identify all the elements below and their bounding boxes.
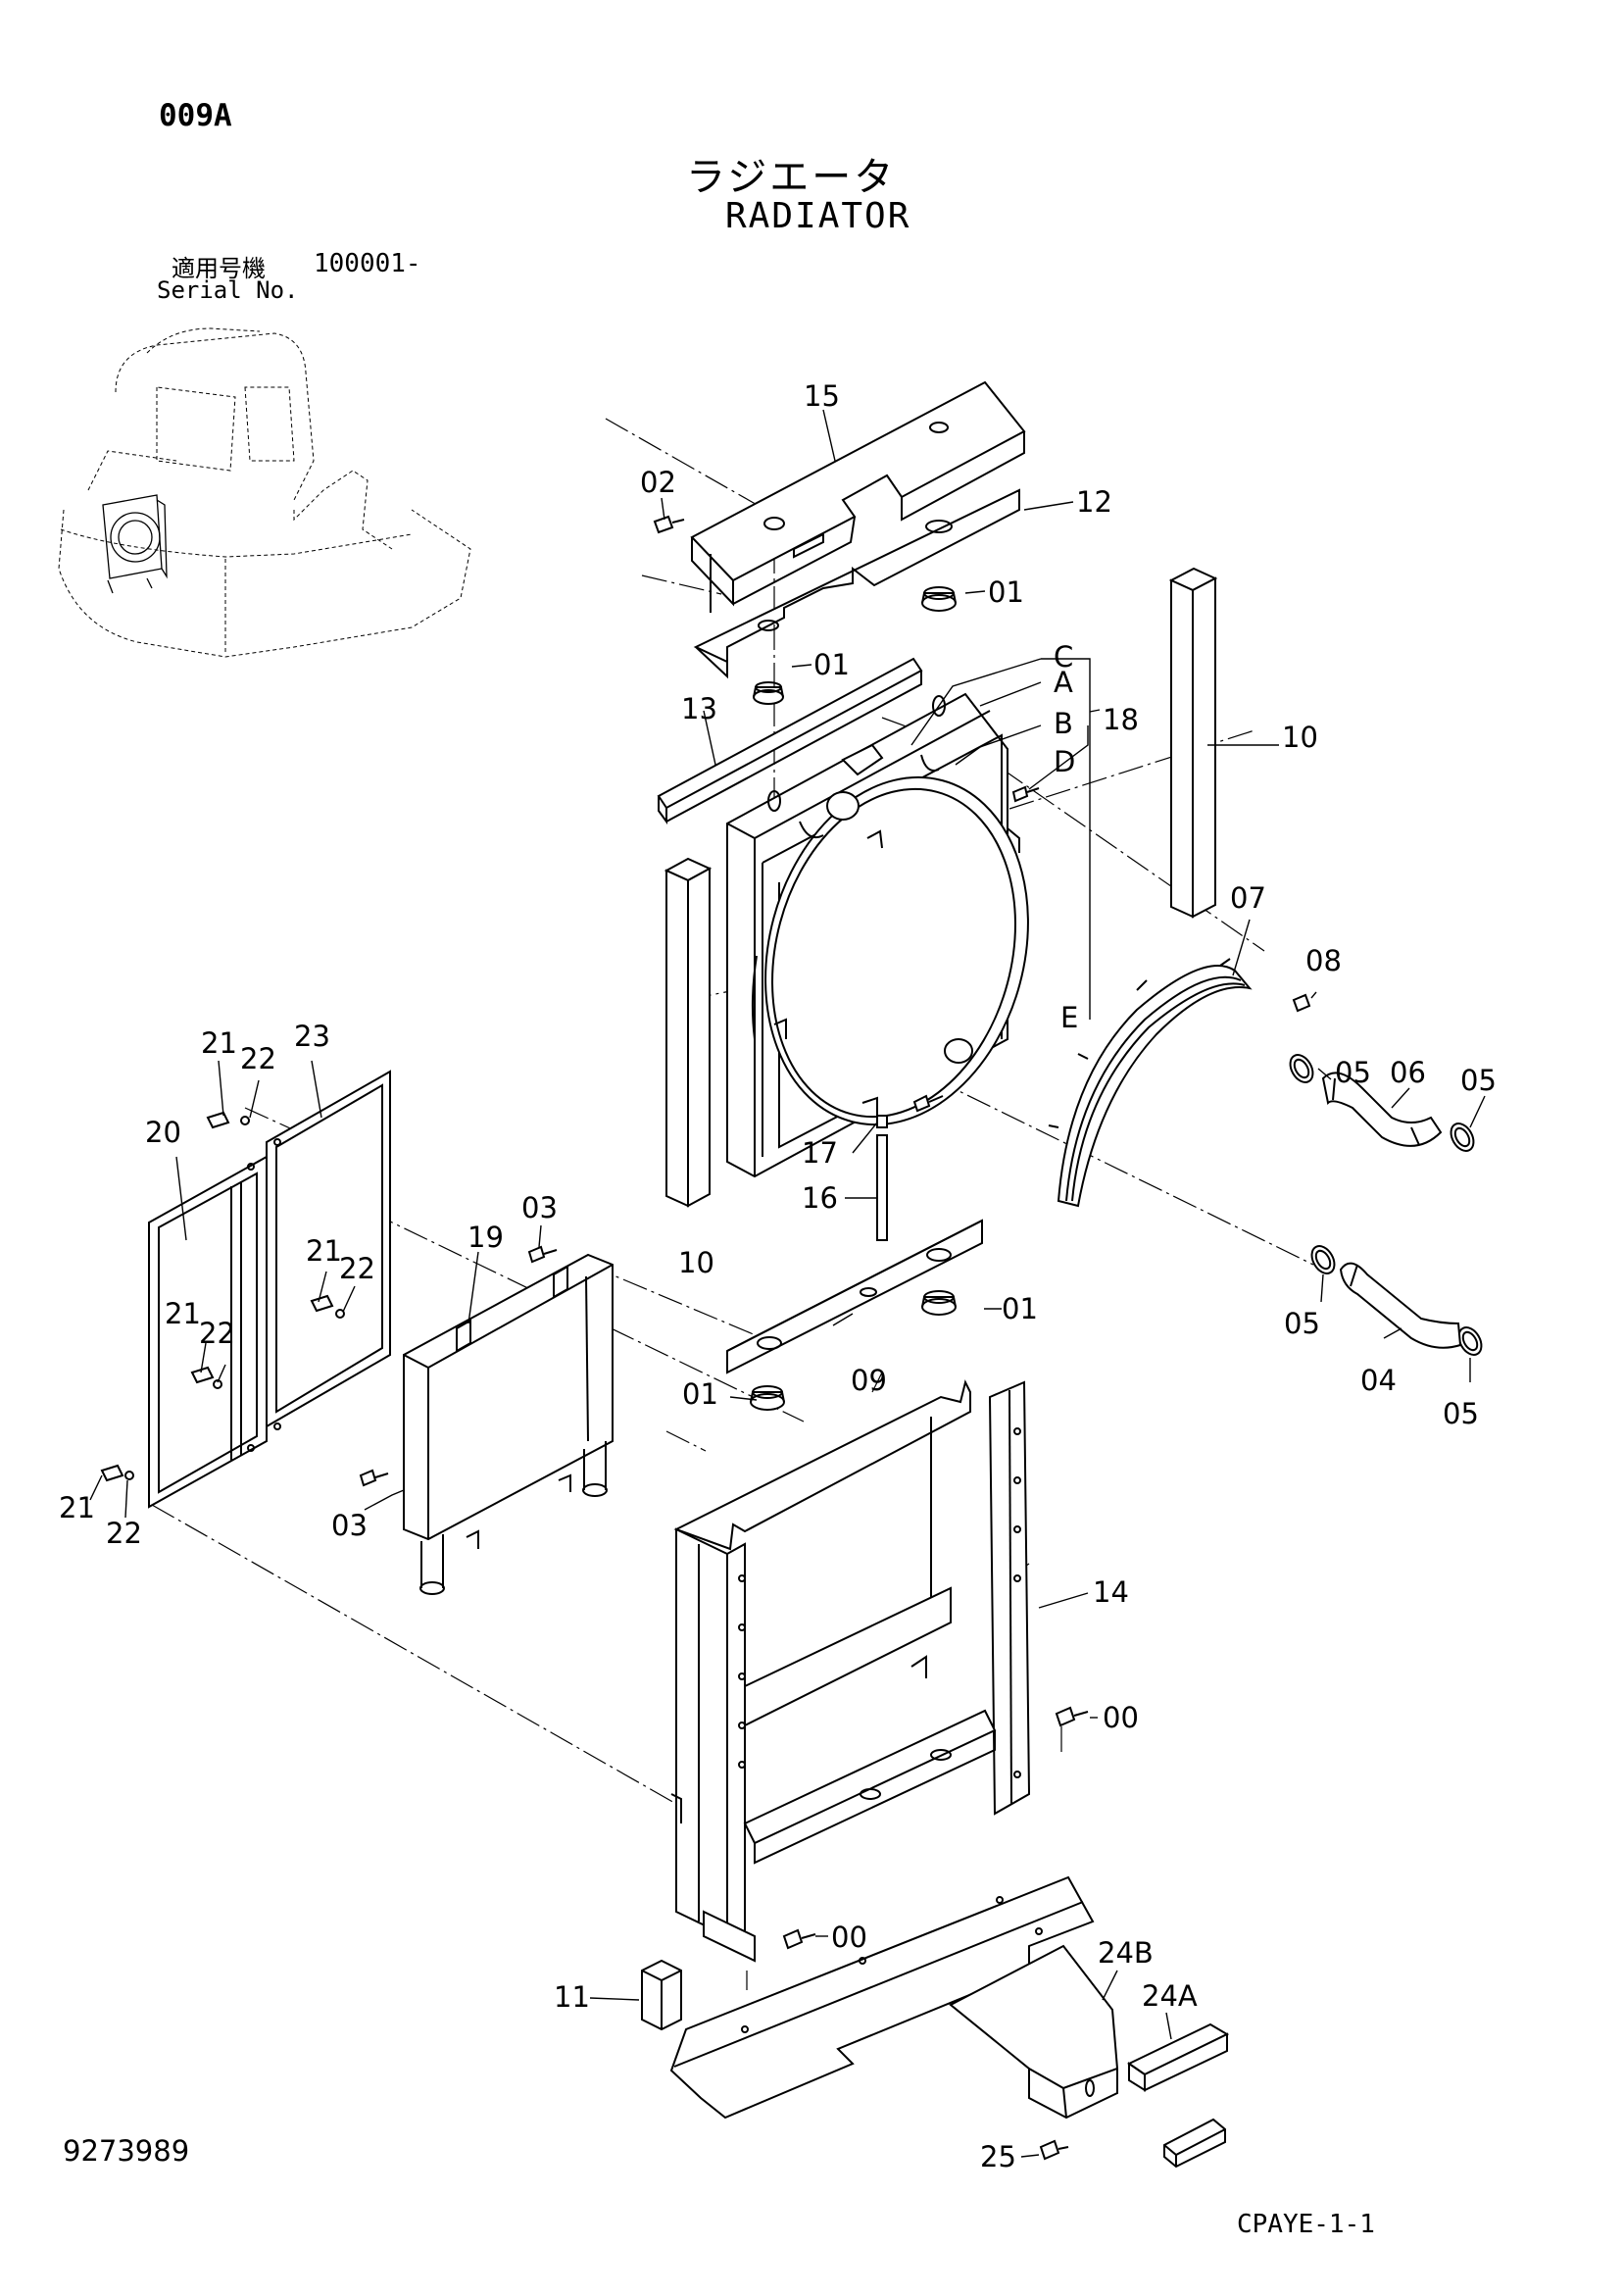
- serial-label-english: Serial No.: [157, 276, 299, 304]
- callout-13: 13: [681, 692, 717, 725]
- callout-10-left: 10: [678, 1246, 714, 1279]
- callout-14: 14: [1093, 1575, 1129, 1609]
- bolt-25: [1039, 2139, 1069, 2161]
- callout-21-a: 21: [201, 1026, 237, 1060]
- callout-01-right: 01: [1002, 1292, 1038, 1325]
- title-english: RADIATOR: [725, 196, 911, 236]
- serial-number-range: 100001-: [314, 249, 421, 278]
- callout-A: A: [1054, 666, 1073, 699]
- part-24b-cover: [949, 1944, 1119, 2120]
- part-14-support-frame: [670, 1379, 1031, 1963]
- part-06-upper-hose: [1321, 1072, 1443, 1147]
- callout-B: B: [1054, 707, 1073, 740]
- callout-22-a: 22: [240, 1042, 276, 1075]
- hose-clamp-parts: [1289, 1054, 1483, 1356]
- callout-E: E: [1060, 1001, 1078, 1034]
- callout-05-a: 05: [1335, 1056, 1371, 1089]
- callout-21-d: 21: [59, 1491, 95, 1524]
- bolt-03-parts: [359, 1245, 558, 1487]
- leader-lines: [89, 409, 1486, 2158]
- callout-21-c: 21: [165, 1297, 201, 1330]
- callout-03-b: 03: [331, 1509, 368, 1542]
- callout-10-right: 10: [1282, 721, 1318, 754]
- part-24a-seal: [1127, 2022, 1230, 2169]
- part-09-lower-plate: [726, 1219, 983, 1374]
- title-japanese: ラジエータ: [686, 155, 897, 200]
- part-11-rubber-block: [641, 1959, 682, 2031]
- page-reference: CPAYE-1-1: [1237, 2210, 1375, 2239]
- callout-11: 11: [554, 1980, 590, 2014]
- drain-cock-17: [876, 1115, 888, 1128]
- part-13-bar: [657, 657, 923, 825]
- part-04-lower-hose: [1339, 1262, 1462, 1349]
- bolt-00-parts: [782, 1706, 1089, 1950]
- callout-07: 07: [1230, 881, 1266, 915]
- drain-hose-16: [876, 1134, 888, 1241]
- callout-01-mid: 01: [813, 648, 850, 681]
- callout-05-d: 05: [1443, 1397, 1479, 1430]
- part-12-plate: [693, 488, 1020, 679]
- callout-01-top: 01: [988, 575, 1024, 609]
- callout-00-a: 00: [1103, 1701, 1139, 1734]
- callout-16: 16: [802, 1181, 838, 1215]
- part-20-screen-frame: [148, 1155, 268, 1509]
- page-code: 009A: [159, 98, 232, 133]
- callout-03-a: 03: [521, 1191, 558, 1224]
- part-10-foam-strip-right: [1168, 567, 1218, 919]
- callout-17: 17: [802, 1136, 838, 1170]
- callout-25: 25: [980, 2140, 1016, 2173]
- callout-05-c: 05: [1284, 1307, 1320, 1340]
- serial-label-japanese: 適用号機: [172, 255, 266, 282]
- callout-22-d: 22: [106, 1517, 142, 1550]
- callout-12: 12: [1076, 485, 1112, 519]
- bolt-small-parts: [912, 785, 1040, 1113]
- callout-24A: 24A: [1142, 1979, 1198, 2013]
- callout-06: 06: [1390, 1056, 1426, 1089]
- callout-18: 18: [1103, 703, 1139, 736]
- rubber-mount-parts: [750, 586, 957, 1411]
- callout-24B: 24B: [1098, 1936, 1154, 1970]
- radiator-core-shroud: [726, 692, 1029, 1178]
- callout-05-b: 05: [1460, 1064, 1497, 1097]
- callout-04: 04: [1360, 1364, 1397, 1397]
- callout-08: 08: [1305, 944, 1342, 977]
- callout-22-c: 22: [199, 1317, 235, 1350]
- part-19-oil-cooler: [403, 1253, 614, 1595]
- callout-labels: 15 02 12 01 01 13 C A B 18 D E 10 10 07 …: [59, 379, 1497, 2173]
- callout-00-b: 00: [831, 1921, 867, 1954]
- callout-D: D: [1054, 745, 1075, 778]
- part-10-foam-strip-left: [664, 857, 713, 1208]
- callout-15: 15: [804, 379, 840, 413]
- document-number: 9273989: [63, 2134, 190, 2168]
- callout-23: 23: [294, 1020, 330, 1053]
- bolt-02: [653, 515, 685, 534]
- wing-nut-washer-parts: [100, 1111, 345, 1482]
- callout-01-low: 01: [682, 1377, 718, 1411]
- callout-22-b: 22: [339, 1252, 375, 1285]
- part-15-top-bracket: [690, 380, 1026, 613]
- part-07-fan-guard: [1048, 958, 1311, 1208]
- callout-09: 09: [851, 1364, 887, 1397]
- callout-02: 02: [640, 466, 676, 499]
- callout-21-b: 21: [306, 1234, 342, 1268]
- callout-19: 19: [467, 1221, 504, 1254]
- callout-20: 20: [145, 1116, 181, 1149]
- callout-C: C: [1054, 640, 1073, 674]
- machine-location-thumbnail: [58, 327, 471, 658]
